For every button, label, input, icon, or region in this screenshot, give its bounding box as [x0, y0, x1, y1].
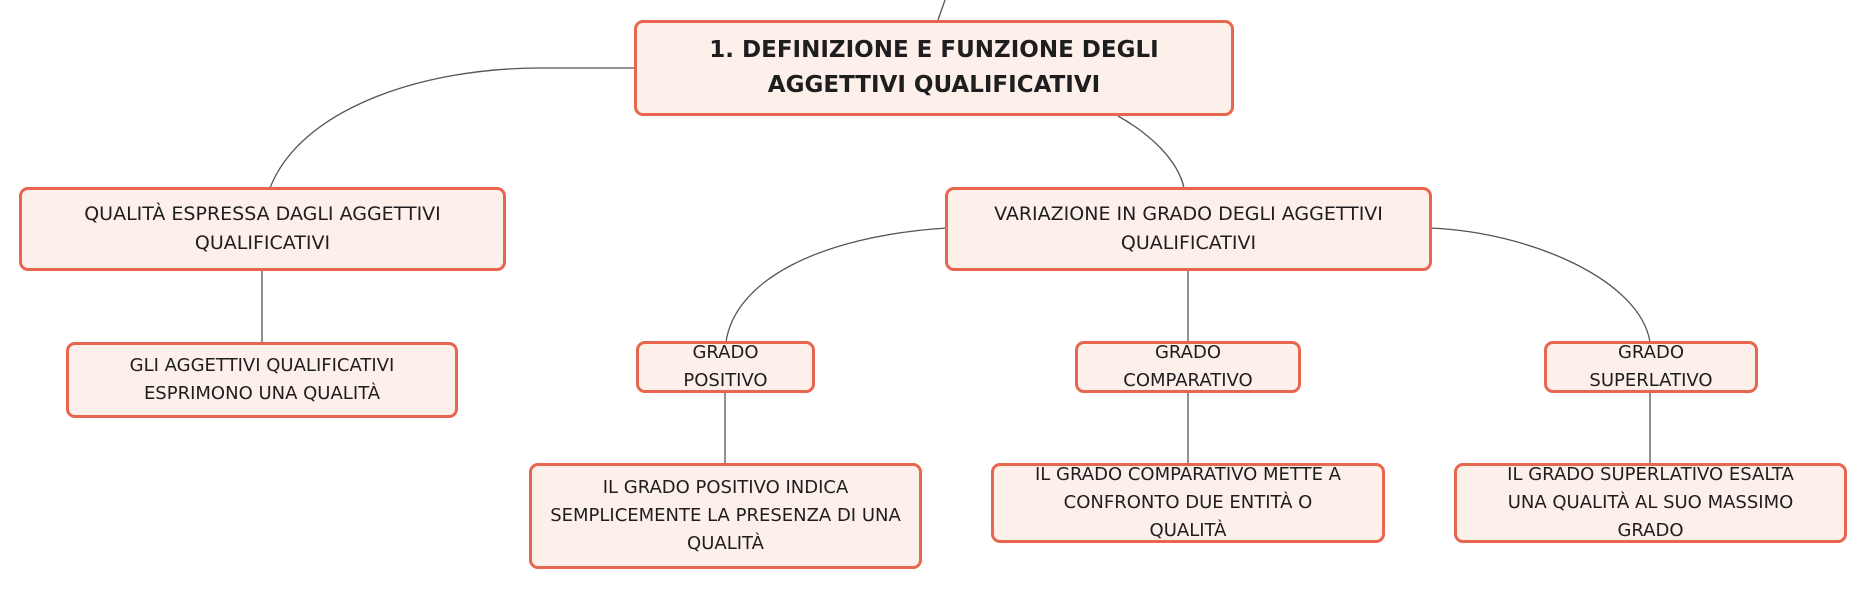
connector-variation-superlative [1429, 227, 1651, 343]
quality-node[interactable]: QUALITÀ ESPRESSA DAGLI AGGETTIVI QUALIFI… [19, 187, 506, 271]
superlative-node-label: GRADO SUPERLATIVO [1589, 342, 1713, 391]
connector-variation-positive [725, 227, 948, 343]
quality-child-node-label: GLI AGGETTIVI QUALIFICATIVI ESPRIMONO UN… [129, 355, 395, 404]
superlative-node[interactable]: GRADO SUPERLATIVO [1544, 341, 1758, 393]
root-node-label: 1. DEFINIZIONE E FUNZIONE DEGLI AGGETTIV… [709, 37, 1159, 98]
connector-root-variation [1117, 115, 1185, 189]
root-node[interactable]: 1. DEFINIZIONE E FUNZIONE DEGLI AGGETTIV… [634, 20, 1234, 116]
connector-root-quality [269, 67, 634, 189]
superlative-child-node-label: IL GRADO SUPERLATIVO ESALTA UNA QUALITÀ … [1507, 464, 1794, 541]
connector-root-parent [937, 0, 946, 21]
positive-node-label: GRADO POSITIVO [683, 342, 768, 391]
comparative-child-node[interactable]: IL GRADO COMPARATIVO METTE A CONFRONTO D… [991, 463, 1385, 543]
positive-node[interactable]: GRADO POSITIVO [636, 341, 815, 393]
superlative-child-node[interactable]: IL GRADO SUPERLATIVO ESALTA UNA QUALITÀ … [1454, 463, 1847, 543]
quality-child-node[interactable]: GLI AGGETTIVI QUALIFICATIVI ESPRIMONO UN… [66, 342, 458, 418]
comparative-node-label: GRADO COMPARATIVO [1123, 342, 1253, 391]
comparative-child-node-label: IL GRADO COMPARATIVO METTE A CONFRONTO D… [1035, 464, 1341, 541]
comparative-node[interactable]: GRADO COMPARATIVO [1075, 341, 1301, 393]
variation-node[interactable]: VARIAZIONE IN GRADO DEGLI AGGETTIVI QUAL… [945, 187, 1432, 271]
positive-child-node-label: IL GRADO POSITIVO INDICA SEMPLICEMENTE L… [550, 477, 901, 554]
quality-node-label: QUALITÀ ESPRESSA DAGLI AGGETTIVI QUALIFI… [84, 203, 441, 254]
positive-child-node[interactable]: IL GRADO POSITIVO INDICA SEMPLICEMENTE L… [529, 463, 922, 569]
variation-node-label: VARIAZIONE IN GRADO DEGLI AGGETTIVI QUAL… [994, 203, 1383, 254]
